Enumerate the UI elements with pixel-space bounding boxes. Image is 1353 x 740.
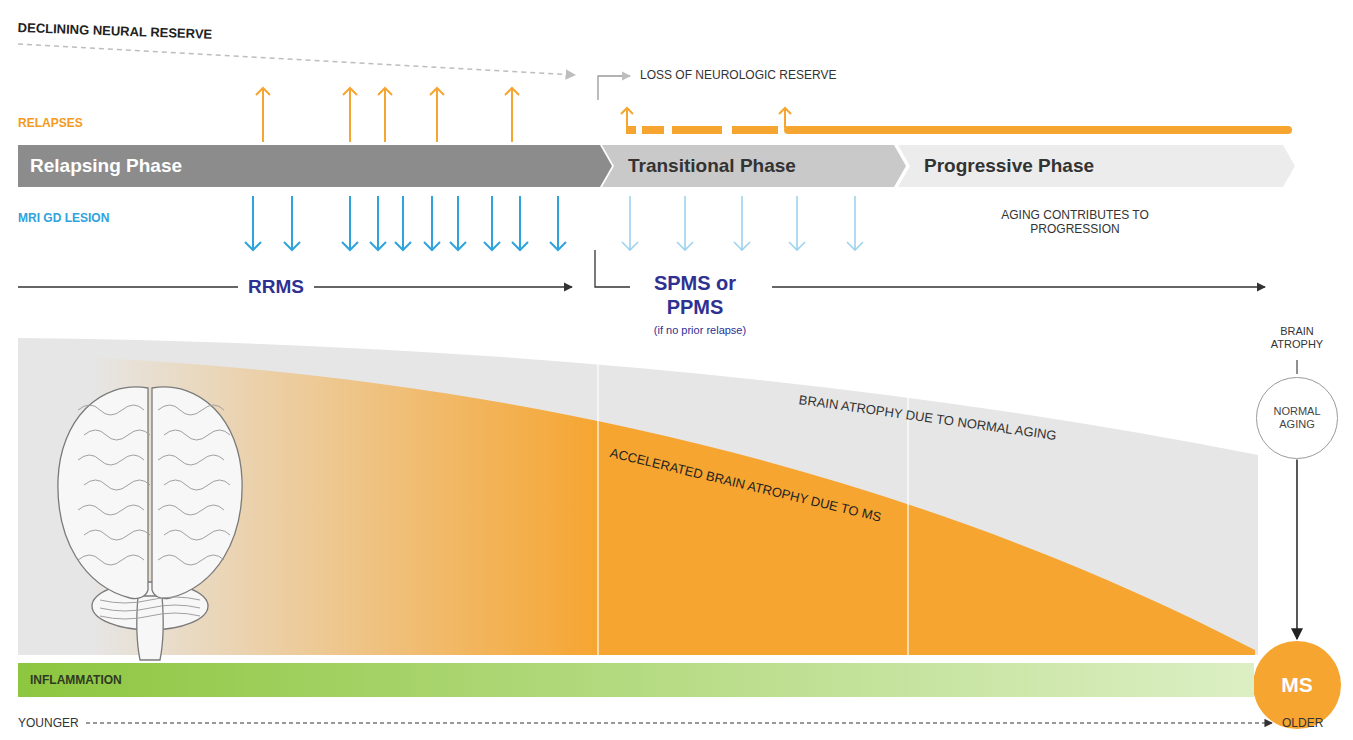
brain-gyrus bbox=[100, 613, 200, 619]
brain-gyrus bbox=[84, 480, 150, 490]
phase-band: Transitional Phase bbox=[602, 145, 906, 187]
gd-lesion-arrow bbox=[512, 196, 528, 250]
gd-lesion-arrow bbox=[424, 196, 440, 250]
circle-label: NORMAL AGING bbox=[1265, 405, 1329, 431]
axis-label: OLDER bbox=[1282, 716, 1323, 730]
circle-label: MS bbox=[1281, 672, 1313, 697]
relapse-arrow bbox=[343, 88, 357, 142]
brain-gyrus bbox=[78, 405, 144, 415]
brain-gyrus bbox=[78, 505, 144, 515]
brain-gyrus bbox=[164, 480, 230, 490]
chevron-fill bbox=[18, 145, 612, 187]
relapse-arrow bbox=[505, 88, 519, 142]
axis-label: YOUNGER bbox=[18, 716, 79, 730]
gd-lesion-arrow bbox=[550, 196, 566, 250]
gd-lesion-arrow bbox=[284, 196, 300, 250]
annotation: AGING CONTRIBUTES TO PROGRESSION bbox=[1000, 208, 1150, 237]
ms-circle: MS bbox=[1253, 641, 1341, 729]
relapse-arrow bbox=[621, 108, 633, 128]
relapse-arrows bbox=[256, 88, 791, 142]
relapse-arrow bbox=[378, 88, 392, 142]
relapse-arrow bbox=[256, 88, 270, 142]
leader-line bbox=[1296, 360, 1297, 374]
phase-name: Relapsing Phase bbox=[30, 155, 182, 178]
chevron-fill bbox=[898, 145, 1295, 187]
brain-gyrus bbox=[164, 430, 230, 440]
ms-atrophy-area bbox=[18, 355, 1255, 655]
brain-gyrus bbox=[84, 530, 150, 540]
brain-gyrus bbox=[158, 505, 224, 515]
phase-name: Transitional Phase bbox=[628, 155, 796, 178]
gd-lesion-arrow bbox=[484, 196, 500, 250]
gd-lesion-arrow bbox=[847, 196, 863, 250]
phenotype-label: SPMS or PPMS bbox=[640, 271, 750, 319]
gd-lesion-arrow bbox=[395, 196, 411, 250]
normal-aging-area bbox=[18, 338, 1258, 655]
axis-label: BRAIN ATROPHY bbox=[1257, 325, 1337, 351]
gd-lesion-arrow bbox=[677, 196, 693, 250]
inflammation-band: INFLAMMATION bbox=[18, 663, 1254, 697]
brain-gyrus bbox=[84, 430, 150, 440]
brain-gyrus bbox=[78, 555, 144, 565]
brain-gyrus bbox=[158, 405, 224, 415]
phase-name: Progressive Phase bbox=[924, 155, 1094, 178]
annotation: LOSS OF NEUROLOGIC RESERVE bbox=[640, 68, 837, 82]
flow-arrow bbox=[1296, 460, 1298, 639]
row-label: MRI GD LESION bbox=[18, 211, 109, 225]
phenotype-note: (if no prior relapse) bbox=[615, 324, 785, 337]
spms-bracket bbox=[595, 250, 630, 287]
gd-lesion-arrow bbox=[450, 196, 466, 250]
annotation: DECLINING NEURAL RESERVE bbox=[17, 20, 212, 42]
loss-reserve-bracket bbox=[598, 76, 630, 100]
declining-reserve-arrow bbox=[18, 44, 575, 75]
gd-lesion-arrow bbox=[370, 196, 386, 250]
brain-gyrus bbox=[164, 530, 230, 540]
brain-gyrus bbox=[158, 555, 224, 565]
relapse-arrow bbox=[779, 108, 791, 128]
phase-band: Relapsing Phase bbox=[18, 145, 612, 187]
brain-illustration bbox=[58, 387, 242, 660]
brain-gyrus bbox=[78, 455, 144, 465]
normal-aging-circle: NORMAL AGING bbox=[1256, 377, 1337, 458]
phase-divider bbox=[597, 338, 599, 700]
gd-lesion-arrow bbox=[245, 196, 261, 250]
brain-gyrus bbox=[158, 455, 224, 465]
gd-lesion-arrow bbox=[622, 196, 638, 250]
phase-band: Progressive Phase bbox=[898, 145, 1295, 187]
gd-lesion-arrow bbox=[789, 196, 805, 250]
relapse-arrow bbox=[430, 88, 444, 142]
row-label: RELAPSES bbox=[18, 116, 83, 130]
phase-divider bbox=[907, 338, 909, 700]
phenotype-label: RRMS bbox=[238, 276, 314, 299]
band-label: INFLAMMATION bbox=[30, 673, 122, 687]
brain-gyrus bbox=[100, 597, 200, 603]
chevron-fill bbox=[602, 145, 906, 187]
gd-lesion-arrows bbox=[245, 196, 863, 250]
age-axis bbox=[86, 722, 1272, 723]
gd-lesion-arrow bbox=[342, 196, 358, 250]
progression-arrow bbox=[772, 286, 1265, 287]
gd-lesion-arrow bbox=[734, 196, 750, 250]
brain-gyrus bbox=[100, 605, 200, 611]
relapse-bar bbox=[626, 126, 1292, 134]
